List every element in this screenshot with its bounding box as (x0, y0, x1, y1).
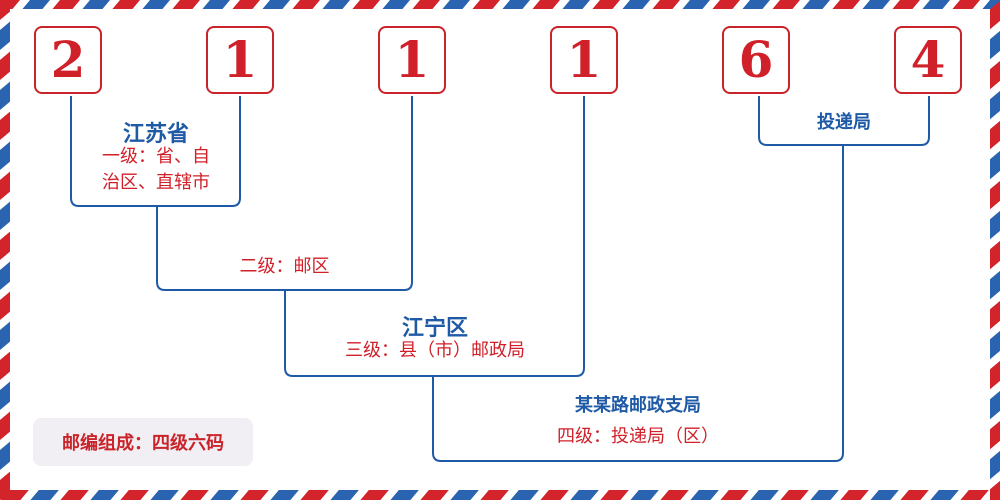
postcode-digit-3: 1 (378, 26, 446, 94)
postcode-digit-5: 6 (722, 26, 790, 94)
level2-label: 二级：邮区 (239, 256, 330, 277)
border-right (990, 0, 1000, 500)
delivery-office-label: 投递局 (817, 112, 871, 133)
county-name: 江宁区 (401, 315, 468, 341)
bracket-level4 (432, 146, 844, 462)
border-left (0, 0, 10, 500)
level1-line1: 一级：省、自 (102, 146, 210, 167)
postcode-digit-2: 1 (206, 26, 274, 94)
composition-badge: 邮编组成：四级六码 (33, 418, 253, 466)
border-top (0, 0, 1000, 9)
branch-name: 某某路邮政支局 (575, 395, 701, 416)
bracket-level1 (70, 96, 241, 207)
level1-line2: 治区、直辖市 (102, 172, 210, 193)
border-bottom (0, 490, 1000, 500)
postcode-digit-4: 1 (550, 26, 618, 94)
level4-label: 四级：投递局（区） (557, 426, 719, 447)
postcode-digit-1: 2 (34, 26, 102, 94)
bracket-level3 (284, 96, 585, 377)
postcode-digit-6: 4 (894, 26, 962, 94)
bracket-delivery (758, 96, 930, 146)
level3-label: 三级：县（市）邮政局 (345, 340, 525, 361)
bracket-lines (70, 96, 930, 462)
province-name: 江苏省 (122, 121, 189, 147)
